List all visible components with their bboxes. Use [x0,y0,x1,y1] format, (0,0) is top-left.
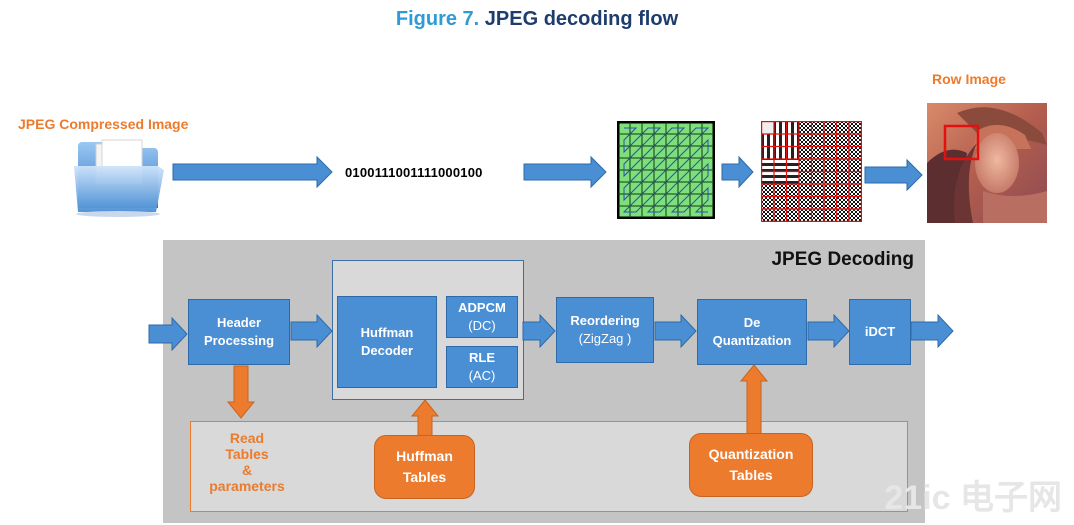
arrow-header-to-huffman [290,314,333,348]
watermark: 21ic 电子网 [884,479,1062,517]
figure-number: Figure 7. [395,8,480,30]
dct-basis-pattern [761,121,862,222]
arrow-input [148,317,188,351]
read-tables-label: Read Tables & parameters [209,430,285,494]
arrow-dequant-to-idct [807,314,850,348]
bitstream-text: 0100111001111000100 [345,165,483,180]
figure-title: Figure 7. JPEG decoding flow [0,8,1074,31]
idct-box: iDCT [849,299,911,365]
reordering-box: Reordering(ZigZag ) [556,297,654,363]
compressed-image-label: JPEG Compressed Image [18,116,189,132]
arrow-bitstream-to-blocks [523,155,607,189]
arrow-header-to-read-tables [226,365,256,419]
folder-icon [74,139,164,217]
huffman-block-grid [617,121,715,219]
arrow-quant-tables-up [739,364,769,436]
arrow-huffman-to-reordering [522,314,556,348]
arrow-dct-to-image [864,158,923,192]
adpcm-box: ADPCM(DC) [446,296,518,338]
arrow-output [910,314,954,348]
rle-box: RLE(AC) [446,346,518,388]
row-image-label: Row Image [932,71,1006,87]
figure-title-text: JPEG decoding flow [484,8,679,30]
arrow-folder-to-bitstream [172,155,333,189]
decoded-photo [927,103,1047,223]
arrow-huffman-tables-up [410,399,440,437]
jpeg-decoding-title: JPEG Decoding [771,249,914,270]
arrow-reordering-to-dequant [654,314,697,348]
arrow-blocks-to-dct [721,155,754,189]
